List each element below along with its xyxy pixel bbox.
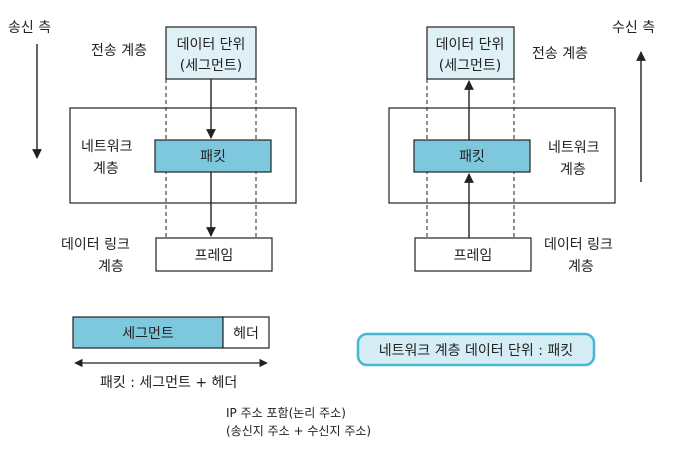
receiver-network-layer-box: [388, 107, 616, 204]
sender-packet-box: [154, 139, 272, 173]
sender-transport-layer-label: 전송 계층: [91, 43, 147, 59]
receiver-datalink-label-line1: 데이터 링크: [544, 237, 613, 253]
sender-network-layer-label-line1: 네트워크: [81, 139, 133, 155]
receiver-network-layer-label-line2: 계층: [560, 162, 586, 178]
packet-header-part: [222, 316, 270, 349]
sender-network-layer-label-line2: 계층: [93, 161, 119, 177]
sender-data-unit-line2: (세그먼트): [180, 58, 242, 74]
sender-frame-box: [155, 237, 273, 272]
receiver-network-layer-label-line1: 네트워크: [548, 140, 600, 156]
sender-packet-label: 패킷: [200, 149, 226, 165]
packet-segment-label: 세그먼트: [122, 326, 174, 342]
receiver-segment-box: [426, 26, 515, 80]
sender-side-label: 송신 측: [8, 20, 51, 36]
receiver-data-unit-line2: (세그먼트): [439, 58, 501, 74]
callout-box: [356, 332, 596, 367]
sender-frame-label: 프레임: [195, 248, 234, 264]
receiver-packet-box: [413, 139, 531, 173]
sender-network-layer-box: [69, 107, 297, 204]
sender-datalink-label-line2: 계층: [98, 259, 124, 275]
receiver-transport-layer-label: 전송 계층: [532, 46, 588, 62]
receiver-side: 수신 측 전송 계층 데이터 단위 (세그먼트) 패킷 네트워크 계층 프레임 …: [388, 20, 655, 275]
receiver-frame-box: [414, 237, 532, 272]
sender-side: 송신 측 전송 계층 데이터 단위 (세그먼트) 네트워크 계층 패킷 데이터 …: [8, 20, 297, 275]
sender-data-unit-line1: 데이터 단위: [177, 37, 246, 53]
receiver-side-label: 수신 측: [612, 20, 655, 36]
receiver-datalink-label-line2: 계층: [568, 259, 594, 275]
sender-segment-box: [165, 26, 257, 80]
packet-header-label: 헤더: [233, 326, 259, 342]
sender-datalink-label-line1: 데이터 링크: [61, 237, 130, 253]
header-note-line2: (송신지 주소 + 수신지 주소): [226, 424, 371, 438]
header-note-line1: IP 주소 포함(논리 주소): [226, 406, 346, 420]
packet-formula: 패킷 : 세그먼트 + 헤더: [100, 375, 237, 391]
packet-structure: 세그먼트 헤더 패킷 : 세그먼트 + 헤더 IP 주소 포함(논리 주소) (…: [72, 316, 371, 438]
receiver-packet-label: 패킷: [459, 149, 485, 165]
callout-text: 네트워크 계층 데이터 단위 : 패킷: [379, 343, 573, 359]
receiver-data-unit-line1: 데이터 단위: [436, 37, 505, 53]
summary-callout: 네트워크 계층 데이터 단위 : 패킷: [356, 332, 596, 367]
receiver-frame-label: 프레임: [454, 248, 493, 264]
